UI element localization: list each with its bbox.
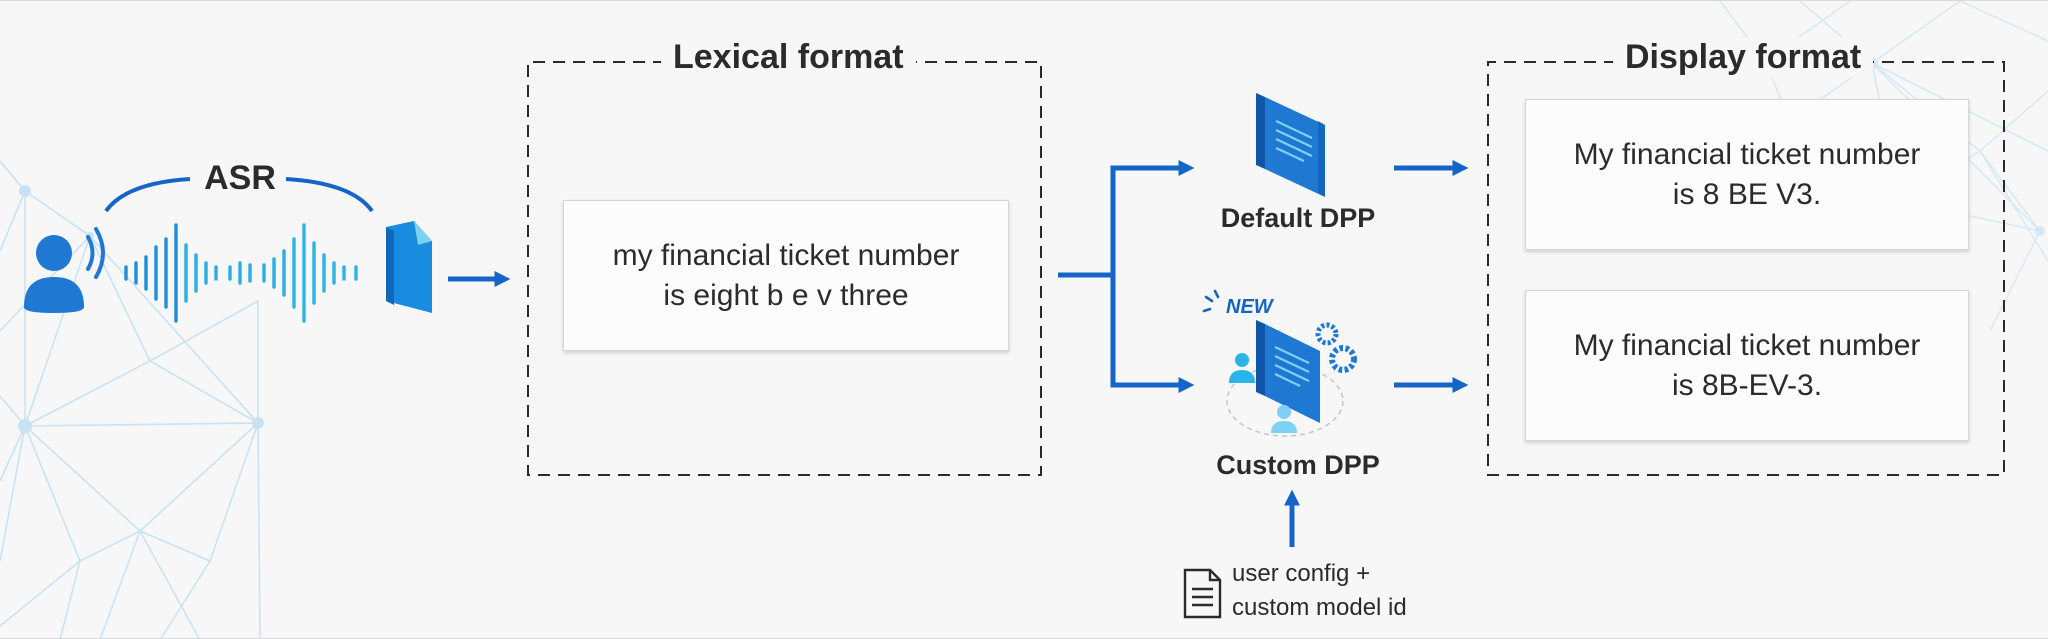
default-dpp-label: Default DPP	[1220, 203, 1376, 233]
display-default-line-1: My financial ticket number	[1573, 137, 1921, 171]
gear-icon	[1315, 322, 1339, 346]
display-default-line-2: is 8 BE V3.	[1672, 177, 1822, 211]
custom-dpp-icon	[1202, 289, 1357, 437]
person-icon	[1277, 405, 1291, 419]
lexical-format-box	[527, 61, 1042, 476]
person-icon	[1235, 353, 1249, 367]
lexical-line-1: my financial ticket number	[612, 238, 960, 272]
asr-arc-left	[104, 177, 191, 213]
config-label-line-1: user config +	[1232, 560, 1371, 587]
config-label-line-2: custom model id	[1232, 594, 1407, 621]
document-icon	[386, 221, 432, 313]
config-document-icon	[1183, 568, 1222, 619]
display-default-card: My financial ticket number is 8 BE V3.	[1525, 99, 1969, 250]
new-sparkle-icon	[1202, 289, 1220, 313]
speaker-icon	[24, 227, 105, 313]
display-custom-line-2: is 8B-EV-3.	[1671, 368, 1823, 402]
asr-arc-right	[285, 177, 374, 213]
display-format-box	[1487, 61, 2005, 476]
lexical-line-2: is eight b e v three	[663, 278, 909, 312]
audio-waveform-icon	[124, 223, 358, 323]
lexical-text-card: my financial ticket number is eight b e …	[563, 200, 1009, 351]
new-badge: NEW	[1226, 296, 1273, 318]
gear-icon	[1329, 345, 1357, 373]
network-decoration-left	[0, 160, 264, 638]
asr-label: ASR	[204, 159, 276, 197]
lexical-format-title: Lexical format	[661, 37, 916, 77]
custom-dpp-label: Custom DPP	[1216, 450, 1380, 480]
default-dpp-document-icon	[1256, 93, 1325, 197]
display-custom-line-1: My financial ticket number	[1573, 328, 1921, 362]
branch-arrows	[1058, 159, 1195, 394]
display-custom-card: My financial ticket number is 8B-EV-3.	[1525, 290, 1969, 441]
display-format-title: Display format	[1613, 37, 1874, 77]
